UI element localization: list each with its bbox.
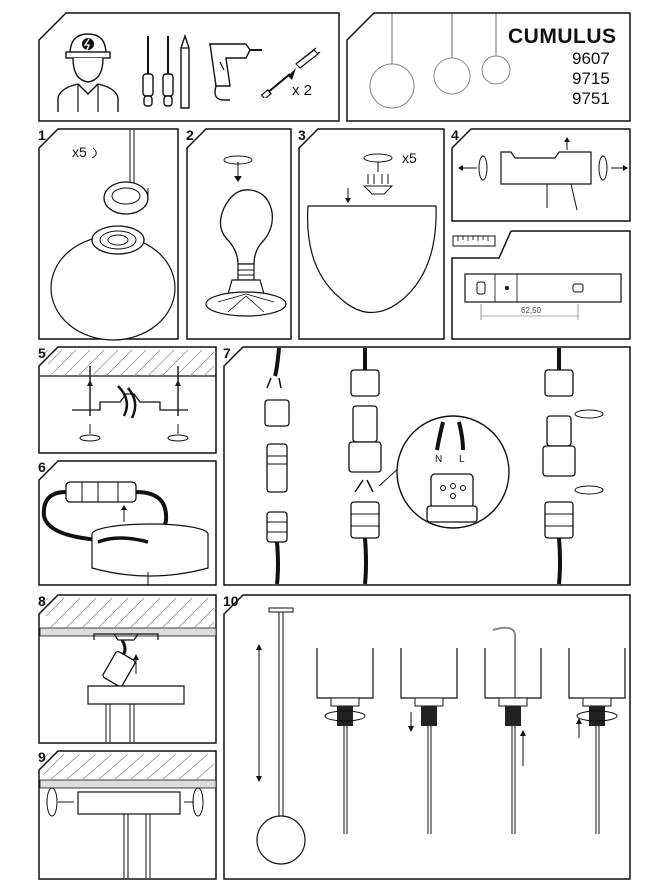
step-6-number: 6 [38,459,46,475]
step-2-panel: 2 [186,128,292,340]
step-2-frame [186,128,292,340]
step-3-frame [298,128,445,340]
step-1-number: 1 [38,127,46,143]
step-8-frame [38,594,217,744]
neutral-wire-label: N [435,454,443,465]
step-10-number: 10 [223,593,239,609]
step-7-frame [223,346,631,586]
step-1-screw-count: x5 [72,144,87,160]
step-3-panel: 3 x5 [298,128,445,340]
model-number-2: 9715 [572,69,610,88]
step-1-frame [38,128,179,341]
brand-name: CUMULUS [508,25,617,48]
live-wire-label: L [459,454,465,465]
anchor-quantity: x 2 [292,82,313,99]
step-6-panel: 6 [38,460,217,586]
step-5-panel: 5 [38,346,217,454]
step-6-frame [38,460,217,586]
step-7-number: 7 [223,345,231,361]
step-3-number: 3 [298,127,306,143]
step-3-screw-count: x5 [402,150,417,166]
step-8-number: 8 [38,593,46,609]
step-4-frame [451,128,631,222]
ruler-icon [452,235,496,247]
step-9-number: 9 [38,749,46,765]
tools-panel: x 2 [38,12,340,122]
drill-icon [209,43,262,101]
step-5-frame [38,346,217,454]
screwdriver-icon [142,36,174,107]
step-9-frame [38,750,217,880]
pendant-globe-icon [369,14,511,109]
product-panel: CUMULUS 9607 9715 9751 [346,12,631,122]
step-2-number: 2 [186,127,194,143]
electrician-icon [57,33,119,112]
step-10-panel: 10 [223,594,631,880]
mounting-distance-label: 62,50 [521,306,542,315]
step-5-number: 5 [38,345,46,361]
pencil-icon [180,34,190,109]
step-7-panel: 7 N L [223,346,631,586]
tools-frame [38,12,340,122]
step-10-frame [223,594,631,880]
step-4-dimension-panel: 62,50 [451,230,631,340]
wall-anchor-icon [260,47,321,98]
bulb-icon [205,189,287,317]
model-number-3: 9751 [572,89,610,108]
step-8-panel: 8 [38,594,217,744]
step-9-panel: 9 [38,750,217,880]
product-frame [346,12,631,122]
step-4-dimension-frame [451,230,631,340]
model-number-1: 9607 [572,49,610,68]
step-4-panel: 4 [451,128,631,222]
step-1-panel: 1 x5 [38,127,179,341]
step-4-number: 4 [451,127,459,143]
